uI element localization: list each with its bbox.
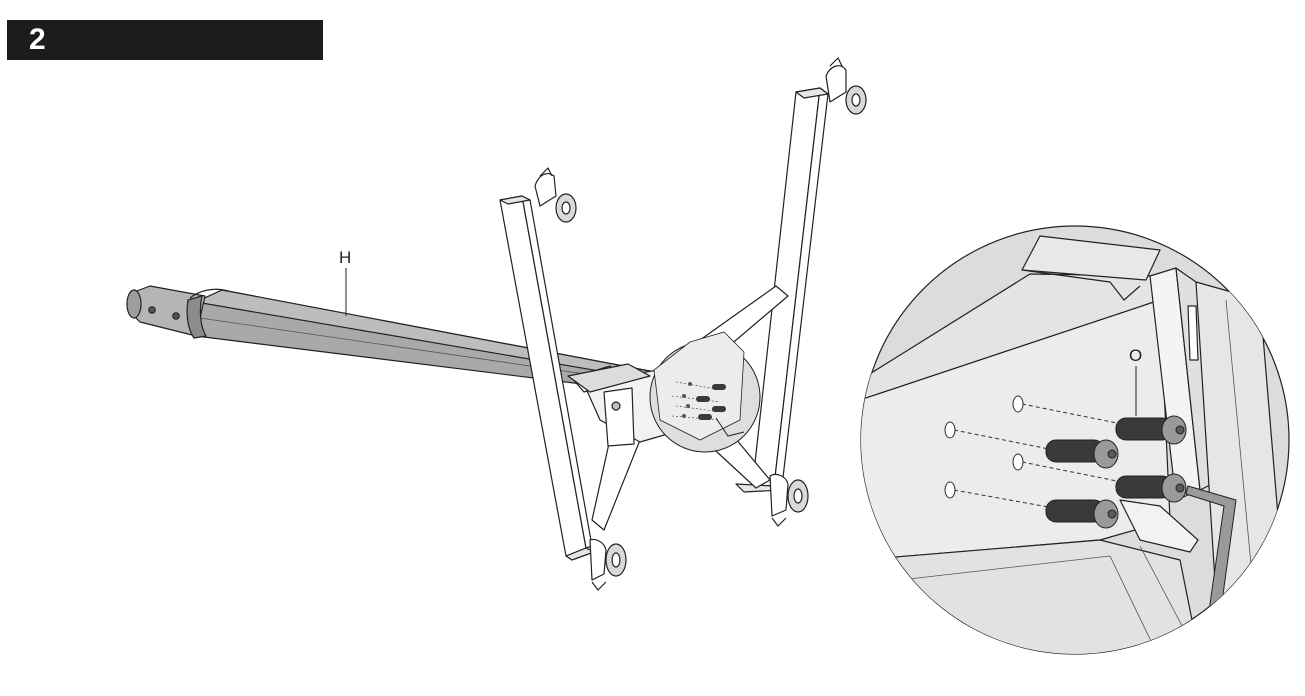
- detail-bracket-lip: [1021, 235, 1161, 281]
- detail-bracket-lip-edge: [1021, 269, 1141, 301]
- detail-lower-plane: [861, 539, 1201, 654]
- caster-left-top: [534, 167, 577, 223]
- step-number: 2: [29, 23, 46, 56]
- detail-bolt-guides: [953, 403, 1123, 509]
- bolt-3: [1115, 473, 1187, 503]
- bolt-1: [1115, 415, 1187, 445]
- detail-allen-key: [1185, 485, 1237, 654]
- callout-h-label: H: [339, 248, 351, 267]
- tube-collar-ring: [186, 295, 207, 339]
- caster-left-bottom: [589, 538, 627, 591]
- bolt-4: [1045, 499, 1119, 529]
- bracket-end-plate: [603, 387, 635, 447]
- callout-o-label: O: [1129, 346, 1142, 365]
- bracket-bolt-head: [611, 401, 621, 411]
- right-leg-top-cap: [795, 87, 829, 99]
- tube-collar-top: [189, 288, 229, 299]
- tube-end-face: [126, 289, 142, 319]
- detail-bolts: [1045, 415, 1187, 529]
- caster-right-top: [825, 57, 867, 115]
- tube-end-hole-2: [172, 312, 180, 320]
- right-upright-leg: [735, 57, 867, 527]
- detail-slot: [1187, 305, 1199, 361]
- detail-circle-small: [649, 331, 761, 453]
- step-banner: 2: [7, 20, 323, 60]
- tube-end-hole-1: [148, 306, 156, 314]
- detail-hinge-tab: [1119, 499, 1199, 553]
- left-leg-top-cap: [499, 195, 531, 205]
- left-upright-leg: [499, 167, 627, 591]
- bracket-tube-collar: [567, 363, 651, 393]
- tube-edge-line: [199, 317, 641, 383]
- detail-holes: [944, 395, 1024, 499]
- caster-right-bottom: [769, 473, 809, 527]
- bolt-2: [1045, 439, 1119, 469]
- detail-circle-large: [860, 225, 1290, 655]
